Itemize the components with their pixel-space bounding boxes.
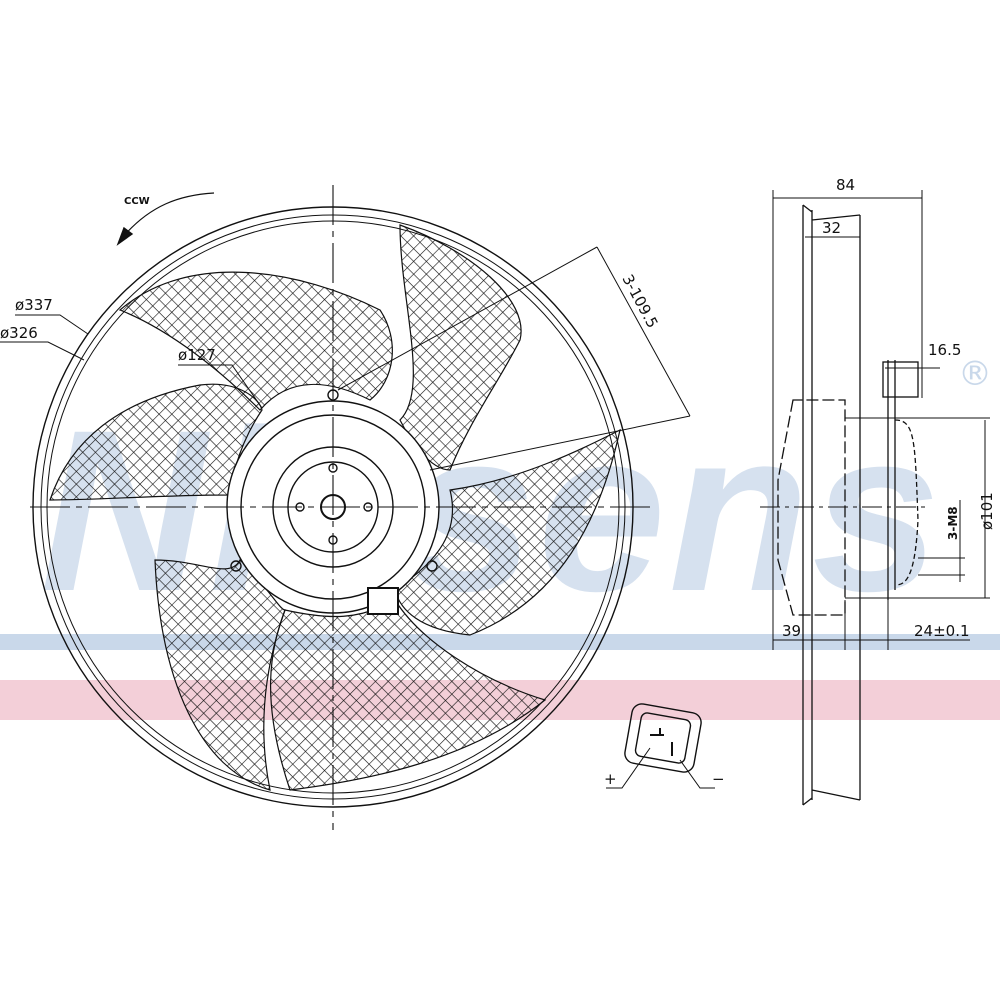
- connector-minus: −: [712, 770, 725, 788]
- registered-mark: ®: [958, 354, 992, 394]
- fan-blade: [118, 271, 393, 411]
- fan-blades: [49, 224, 621, 791]
- dim-outer-diameter: ø337: [15, 296, 53, 314]
- dim-bolts: 3-M8: [946, 506, 960, 540]
- dim-motor-offset: 39: [782, 622, 801, 640]
- dim-bracket: 16.5: [928, 341, 961, 359]
- fan-blade: [399, 224, 522, 471]
- front-view: [0, 185, 691, 830]
- side-view: [760, 190, 990, 806]
- dim-hub-diameter: ø127: [178, 346, 216, 364]
- dim-mount-offset: 24±0.1: [914, 622, 970, 640]
- center-lines: [30, 185, 650, 830]
- fan-blade: [154, 558, 286, 791]
- dim-total-depth: 84: [836, 176, 855, 194]
- dim-blade-depth: 32: [822, 219, 841, 237]
- dim-motor-diameter: ø101: [978, 492, 996, 530]
- rotation-arrow: [121, 192, 215, 239]
- connector-plus: +: [604, 770, 617, 788]
- dim-mount-holes: 3-109.5: [618, 271, 661, 331]
- rotation-label: CCW: [124, 196, 150, 207]
- connector-detail: [606, 703, 715, 789]
- connector-plug: [367, 587, 399, 615]
- fan-blade: [49, 383, 263, 501]
- dim-inner-diameter: ø326: [0, 324, 38, 342]
